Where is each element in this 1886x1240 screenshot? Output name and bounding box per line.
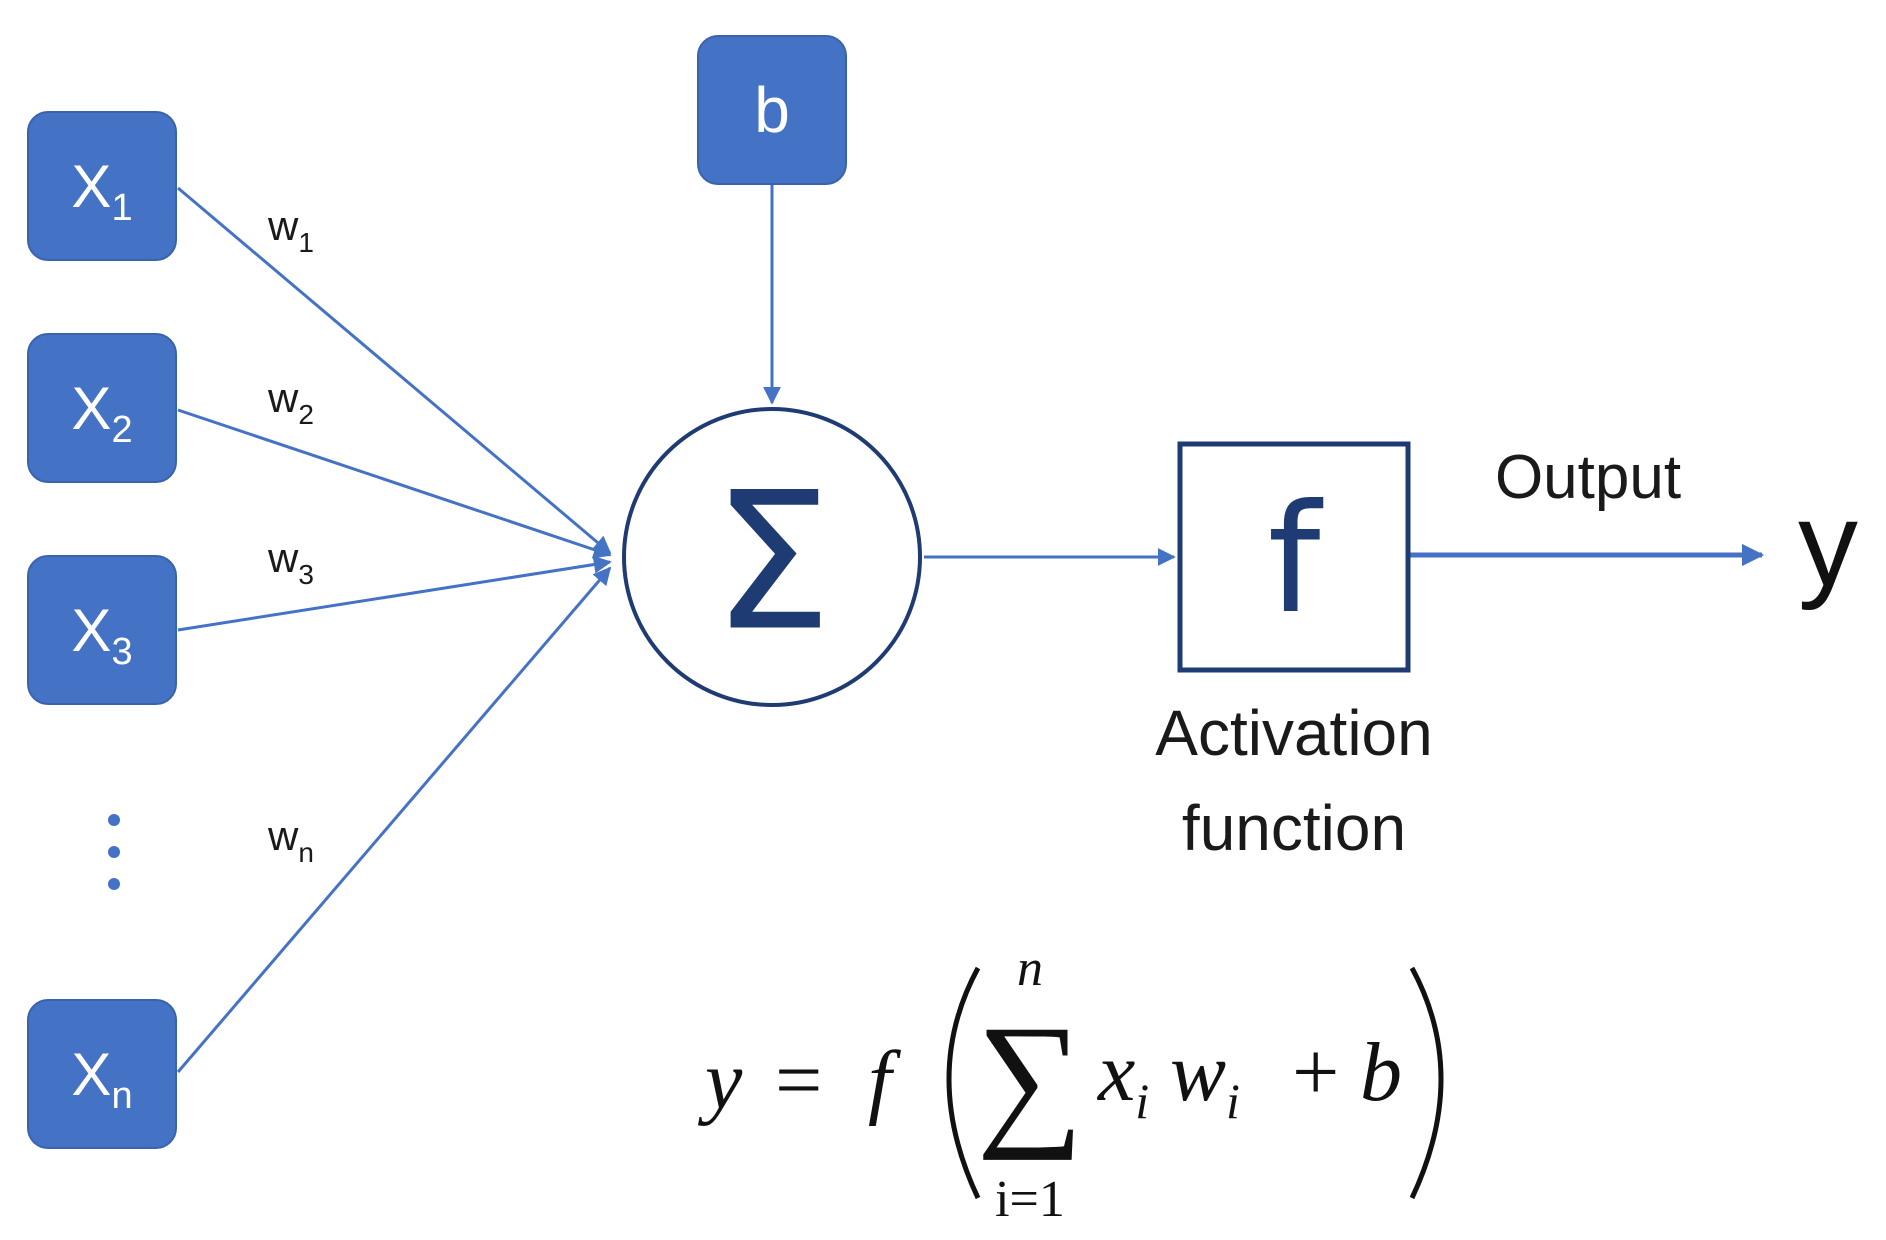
formula-x-sub: i xyxy=(1135,1073,1149,1129)
edge-x1 xyxy=(177,186,612,555)
weight-w2-sub: 2 xyxy=(298,399,314,430)
formula: y = f n ∑ i=1 xi wi + b xyxy=(697,940,1444,1228)
formula-upper-limit: n xyxy=(1017,940,1043,997)
weight-w2-base: w xyxy=(267,374,299,421)
svg-text:X2: X2 xyxy=(71,375,132,452)
weight-wn-sub: n xyxy=(298,837,314,868)
formula-term-w: wi xyxy=(1170,1026,1240,1129)
svg-text:X1: X1 xyxy=(71,153,132,230)
formula-lhs: y xyxy=(697,1034,743,1127)
weight-w1-sub: 1 xyxy=(298,227,314,258)
weight-label-w1: w1 xyxy=(267,202,314,258)
formula-func: f xyxy=(868,1034,902,1127)
edge-xn xyxy=(176,566,612,1073)
activation-symbol: f xyxy=(1268,473,1324,647)
input-node-x2: X2 xyxy=(27,333,177,483)
input-node-x3: X3 xyxy=(27,555,177,705)
summation-symbol: Σ xyxy=(712,452,832,673)
formula-term-x: xi xyxy=(1096,1026,1149,1129)
bias-node: b xyxy=(697,35,847,185)
formula-w: w xyxy=(1170,1026,1226,1119)
input-x1-base: X xyxy=(71,153,111,220)
formula-left-paren xyxy=(946,966,981,1200)
formula-right-paren xyxy=(1409,966,1444,1200)
svg-text:X3: X3 xyxy=(71,597,132,674)
weight-w3-sub: 3 xyxy=(298,559,314,590)
formula-sum-symbol: ∑ xyxy=(977,995,1084,1161)
formula-plus: + xyxy=(1292,1026,1339,1119)
edge-x2 xyxy=(177,408,612,559)
bias-label: b xyxy=(754,74,790,146)
summation-node: Σ xyxy=(622,407,922,707)
svg-text:Xn: Xn xyxy=(71,1041,132,1118)
weight-w1-base: w xyxy=(267,202,299,249)
input-xn-sub: n xyxy=(111,1075,132,1117)
edge-x3 xyxy=(177,555,612,632)
activation-caption-line1: Activation xyxy=(1155,697,1432,769)
formula-bias: b xyxy=(1360,1026,1402,1119)
output-symbol: y xyxy=(1798,477,1858,611)
input-xn-base: X xyxy=(71,1041,111,1108)
input-edges xyxy=(176,186,612,1073)
input-x3-sub: 3 xyxy=(111,631,132,673)
weight-label-w3: w3 xyxy=(267,534,314,590)
vertical-ellipsis-icon xyxy=(108,814,120,890)
input-x3-base: X xyxy=(71,597,111,664)
weight-wn-base: w xyxy=(267,812,299,859)
input-node-x1: X1 xyxy=(27,111,177,261)
formula-equals: = xyxy=(775,1034,822,1127)
input-node-xn: Xn xyxy=(27,999,177,1149)
activation-caption-line2: function xyxy=(1182,792,1406,864)
input-x2-sub: 2 xyxy=(111,409,132,451)
input-x1-sub: 1 xyxy=(111,187,132,229)
activation-node: f xyxy=(1177,441,1411,673)
weight-label-w2: w2 xyxy=(267,374,314,430)
weight-w3-base: w xyxy=(267,534,299,581)
formula-lower-limit: i=1 xyxy=(995,1171,1065,1228)
input-x2-base: X xyxy=(71,375,111,442)
formula-x: x xyxy=(1096,1026,1135,1119)
output-label: Output xyxy=(1495,443,1681,512)
weight-label-wn: wn xyxy=(267,812,314,868)
formula-w-sub: i xyxy=(1226,1073,1240,1129)
